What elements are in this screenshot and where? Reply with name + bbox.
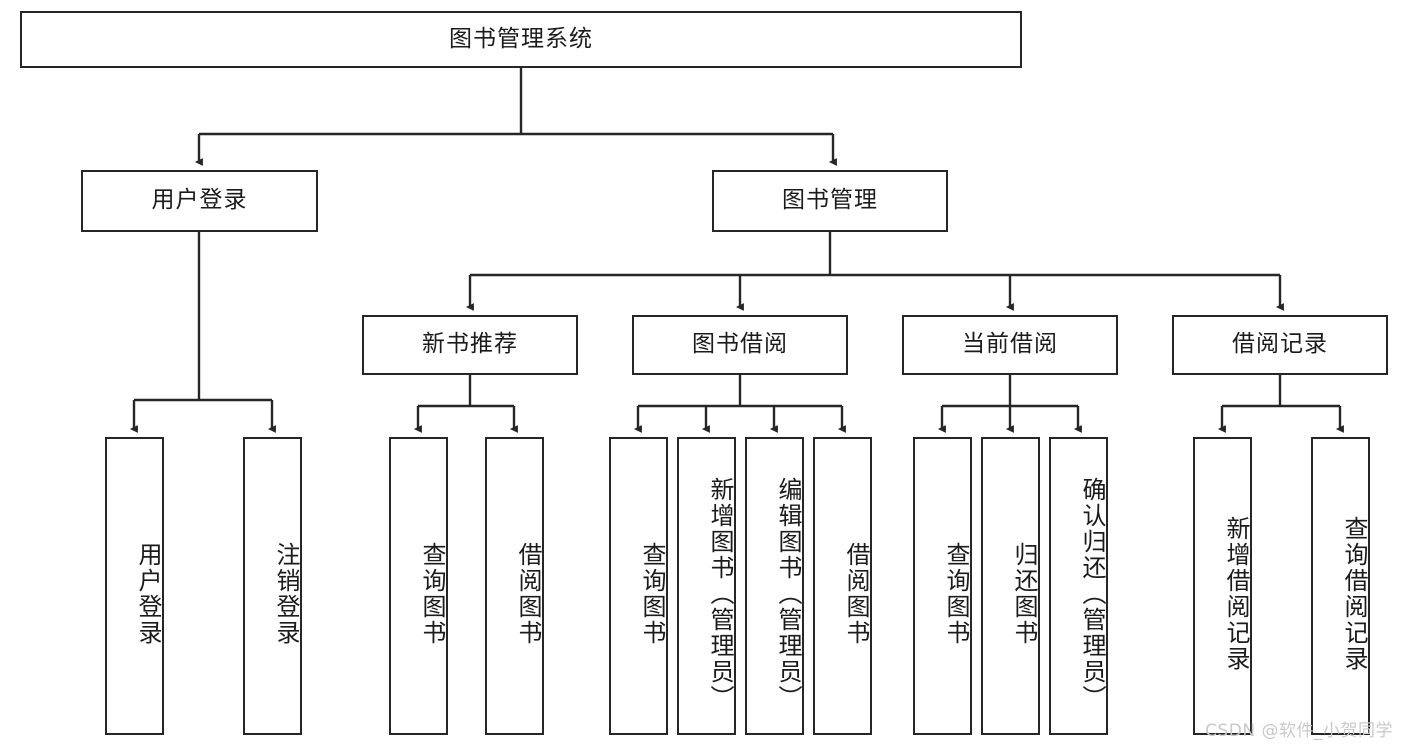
node-root-system[interactable]: 图书管理系统 [20,11,1022,68]
leaf-borrow-record-add-record[interactable]: 新增借阅记录 [1193,437,1252,735]
node-label: 当前借阅 [962,331,1058,358]
node-current-borrow[interactable]: 当前借阅 [902,315,1118,375]
node-book-management[interactable]: 图书管理 [712,170,948,232]
leaf-user-login-login[interactable]: 用户登录 [105,437,164,735]
node-user-login[interactable]: 用户登录 [81,170,318,232]
node-label: 借阅图书 [842,542,870,646]
leaf-current-borrow-confirm-return-admin[interactable]: 确认归还（管理员） [1049,437,1108,735]
node-label: 编辑图书（管理员） [774,477,802,711]
node-label: 图书管理 [782,187,878,214]
node-label: 查询图书 [942,542,970,646]
leaf-current-borrow-return-book[interactable]: 归还图书 [981,437,1040,735]
leaf-book-borrow-edit-book-admin[interactable]: 编辑图书（管理员） [745,437,804,735]
node-label: 查询借阅记录 [1340,516,1368,672]
leaf-new-book-borrow-book[interactable]: 借阅图书 [485,437,544,735]
node-label: 注销登录 [272,542,300,646]
node-label: 查询图书 [638,542,666,646]
node-label: 新书推荐 [422,331,518,358]
node-label: 图书管理系统 [449,25,593,52]
leaf-new-book-query-book[interactable]: 查询图书 [389,437,448,735]
node-label: 借阅图书 [514,542,542,646]
node-label: 查询图书 [418,542,446,646]
node-new-book-recommend[interactable]: 新书推荐 [362,315,578,375]
leaf-borrow-record-query-record[interactable]: 查询借阅记录 [1311,437,1370,735]
leaf-user-login-logout[interactable]: 注销登录 [243,437,302,735]
leaf-book-borrow-add-book-admin[interactable]: 新增图书（管理员） [677,437,736,735]
node-borrow-record[interactable]: 借阅记录 [1172,315,1388,375]
node-book-borrow[interactable]: 图书借阅 [632,315,848,375]
node-label: 用户登录 [134,542,162,646]
leaf-current-borrow-query-book[interactable]: 查询图书 [913,437,972,735]
node-label: 图书借阅 [692,331,788,358]
node-label: 确认归还（管理员） [1078,477,1106,711]
node-label: 归还图书 [1010,542,1038,646]
leaf-book-borrow-query-book[interactable]: 查询图书 [609,437,668,735]
node-label: 新增借阅记录 [1222,516,1250,672]
node-label: 借阅记录 [1232,331,1328,358]
node-label: 新增图书（管理员） [706,477,734,711]
node-label: 用户登录 [151,187,248,214]
watermark-text: CSDN @软件_小贺同学 [1205,721,1393,741]
leaf-book-borrow-borrow-book[interactable]: 借阅图书 [813,437,872,735]
